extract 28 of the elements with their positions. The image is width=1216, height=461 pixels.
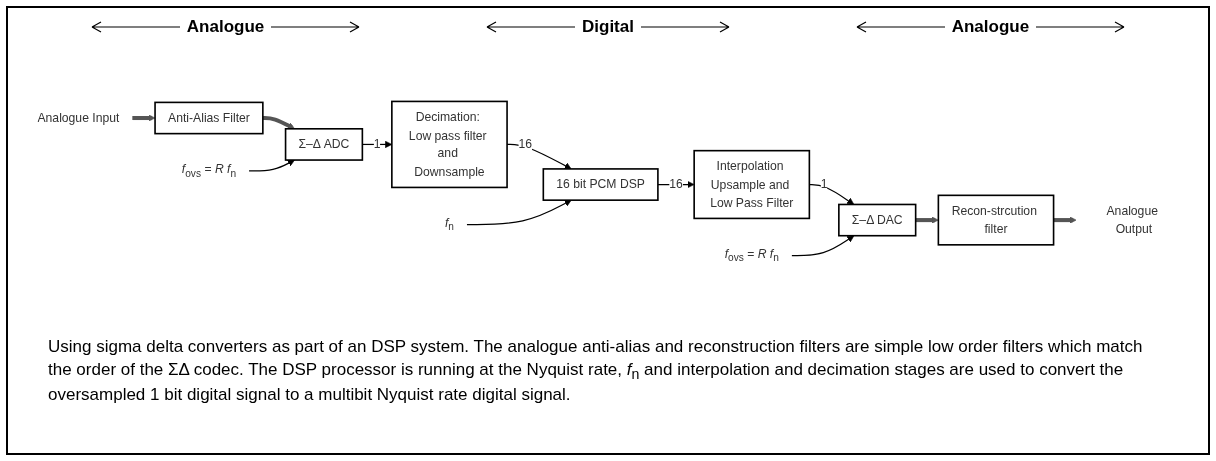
node-text: Analogue Input [37,110,120,125]
node-text: f$_{ovs}$ = R f$_{n}$ [181,162,237,180]
region-label: Digital [582,17,634,37]
region-label: Analogue [186,17,265,37]
arrow [1053,216,1077,224]
arrow [657,180,695,189]
node-box: Interpolation Upsample and Low Pass Filter [693,149,811,220]
node-box: Anti-Alias Filter [154,101,264,135]
node-box: Decimation: Low pass filter and Downsample [391,100,508,189]
edge-label: 16 [518,136,532,151]
edge-label: 1 [373,136,381,151]
arrow [466,199,572,226]
node-box: Σ–Δ ADC [284,128,364,161]
node-text: Analogue Output [1106,203,1158,236]
arrow [248,159,295,172]
caption-text: Using sigma delta converters as part of an DSP system. The analogue anti-alias and reconstruction filters are simple low order filters which match the order of the ΣΔ codec. The DSP processor is running at the Nyquist rate, f$_{n}$ and interpolation and decimation stages are used to convert the oversampled 1 bit digital signal to a multibit Nyquist rate digital signal. [48,336,1144,407]
node-text: f$_{ovs}$ = R f$_{n}$ [724,246,779,264]
node-box: Recon-strcution filter [937,194,1055,246]
edge-label: 16 [669,177,683,191]
arrow [262,116,295,130]
edge-label: 1 [820,177,828,191]
node-text: f$_{n}$ [444,215,454,233]
node-box: Σ–Δ DAC [838,203,917,237]
arrow [791,235,855,257]
region-label: Analogue [951,17,1030,37]
node-box: 16 bit PCM DSP [542,168,659,201]
arrow [132,114,156,122]
arrow [915,216,939,224]
